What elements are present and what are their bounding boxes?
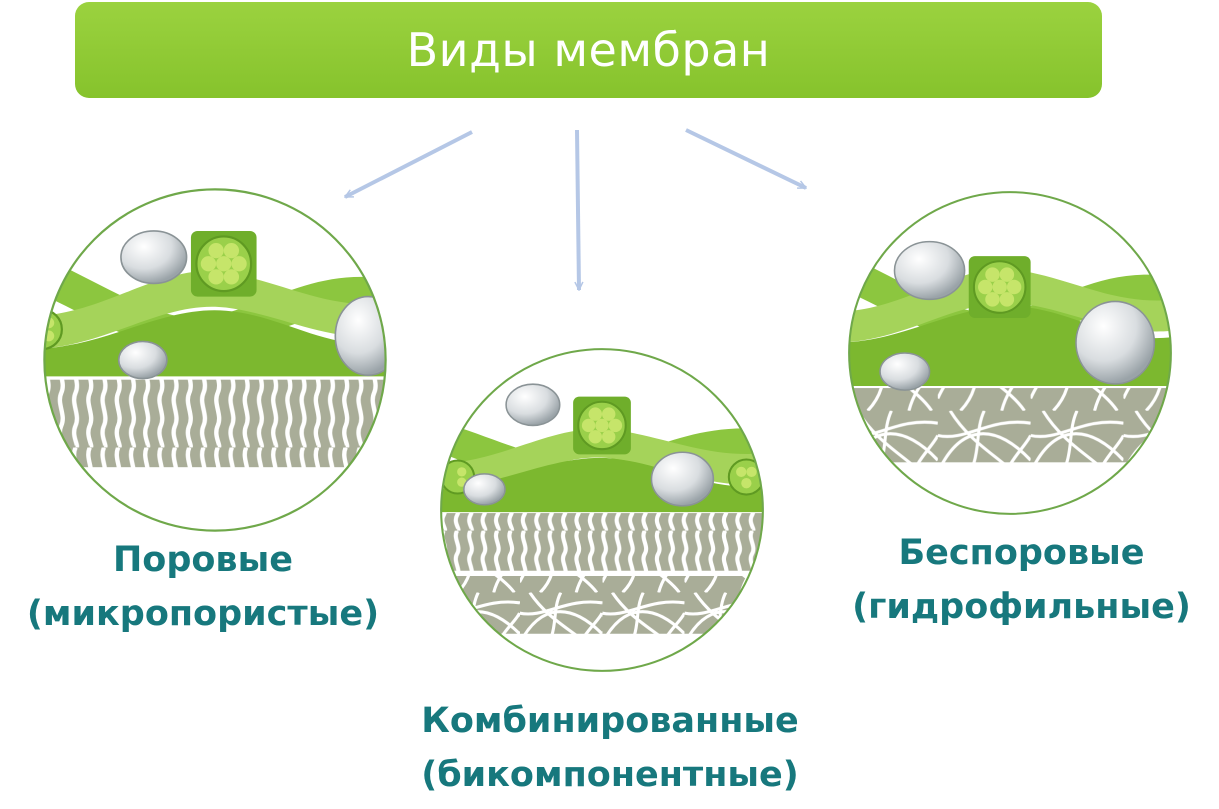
droplet-icon xyxy=(893,240,966,301)
membrane-circle-porous xyxy=(43,188,387,532)
label-combined-line2: (бикомпонентные) xyxy=(421,755,799,795)
label-non-porous-line2: (гидрофильные) xyxy=(852,587,1191,627)
label-porous-line2: (микропористые) xyxy=(26,594,380,634)
label-porous: Поровые (микропористые) xyxy=(0,533,406,641)
label-combined-line1: Комбинированные xyxy=(421,701,799,741)
label-non-porous-line1: Беспоровые xyxy=(898,533,1145,573)
title-banner: Виды мембран xyxy=(75,2,1102,98)
droplet-icon xyxy=(120,230,188,285)
droplet-icon xyxy=(1075,300,1156,385)
arrow-left xyxy=(345,130,473,199)
droplet-icon xyxy=(463,473,506,506)
membrane-layer-non-porous xyxy=(441,576,763,634)
label-combined: Комбинированные (бикомпонентные) xyxy=(380,694,840,802)
fiber-bundle-icon xyxy=(190,230,257,297)
membrane-layer-porous xyxy=(441,513,763,571)
droplet-icon xyxy=(505,383,561,427)
diagram-title: Виды мембран xyxy=(406,23,771,77)
arrow-center xyxy=(577,129,579,290)
droplet-icon xyxy=(879,352,931,391)
droplet-icon xyxy=(650,451,715,507)
fiber-bundle-icon xyxy=(727,458,763,496)
membrane-layer-porous xyxy=(44,379,386,468)
fiber-bundle-icon xyxy=(573,396,631,455)
membrane-circle-non-porous xyxy=(848,191,1172,515)
fiber-strand xyxy=(44,271,386,350)
label-porous-line1: Поровые xyxy=(113,540,293,580)
arrow-right xyxy=(685,128,806,190)
droplet-icon xyxy=(117,340,168,380)
label-non-porous: Беспоровые (гидрофильные) xyxy=(824,526,1219,634)
membrane-circle-combined xyxy=(440,348,764,672)
membrane-layer-non-porous xyxy=(849,388,1171,463)
fiber-bundle-icon xyxy=(968,256,1031,318)
